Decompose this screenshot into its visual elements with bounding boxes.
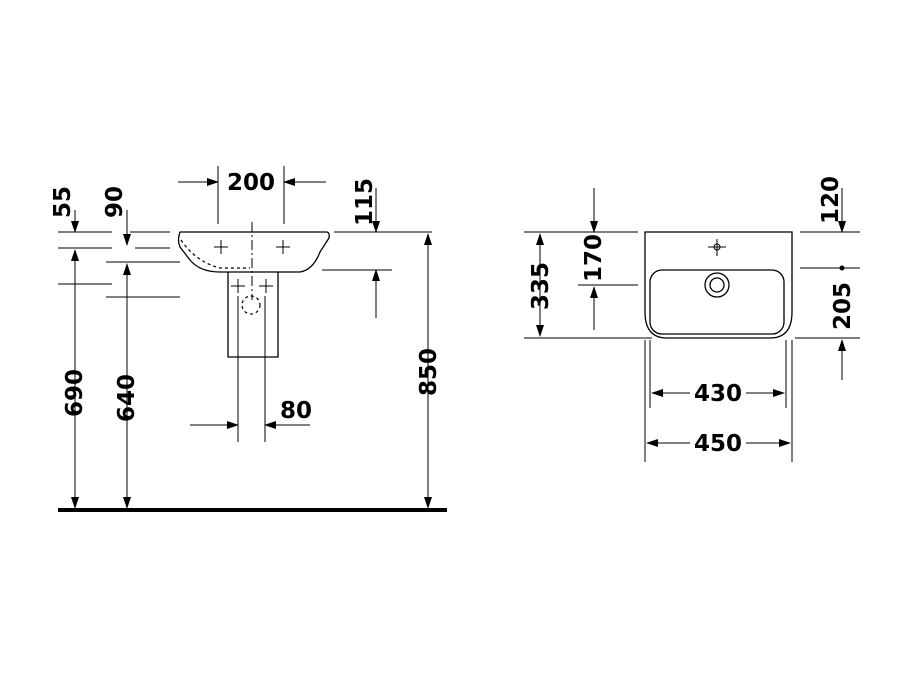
dim-450: 450 — [644, 340, 793, 462]
dim-120: 120 — [800, 176, 860, 233]
basin-inner-contour — [180, 239, 250, 269]
dim-55-90: 55 90 — [50, 186, 180, 263]
dim-80: 80 — [190, 296, 312, 442]
basin-top-outline — [644, 231, 793, 339]
dim-90-label: 90 — [102, 186, 128, 218]
dim-200: 200 — [178, 166, 326, 224]
dim-120-label: 120 — [818, 176, 844, 224]
dim-640: 640 — [114, 263, 140, 509]
dim-200-label: 200 — [227, 170, 275, 196]
dim-170-label: 170 — [581, 234, 607, 282]
dim-450-label: 450 — [694, 431, 742, 457]
dim-850-label: 850 — [416, 348, 442, 396]
basin-bowl-outline — [649, 269, 785, 335]
dim-115: 115 — [322, 178, 432, 318]
dim-115-label: 115 — [352, 178, 378, 226]
basin-side-outline — [177, 231, 330, 273]
top-view: 335 170 120 205 430 — [524, 176, 860, 462]
dim-430: 430 — [649, 340, 787, 408]
side-view: 200 55 90 115 69 — [50, 166, 447, 512]
fixing-marks — [214, 240, 290, 315]
dim-690-label: 690 — [62, 369, 88, 417]
dim-640-label: 640 — [114, 374, 140, 422]
dim-335-label: 335 — [528, 262, 554, 310]
tap-hole-marker — [708, 239, 726, 256]
dim-205: 205 — [795, 265, 860, 380]
pedestal-outline — [227, 272, 279, 358]
dim-55-label: 55 — [50, 186, 76, 218]
dim-335: 335 — [524, 231, 652, 339]
dim-80-label: 80 — [280, 398, 312, 424]
drain-symbol — [704, 272, 730, 298]
dim-205-label: 205 — [830, 282, 856, 330]
dim-690: 690 — [58, 249, 180, 509]
dim-430-label: 430 — [694, 381, 742, 407]
dim-850: 850 — [416, 233, 442, 509]
dim-170: 170 — [578, 188, 638, 330]
